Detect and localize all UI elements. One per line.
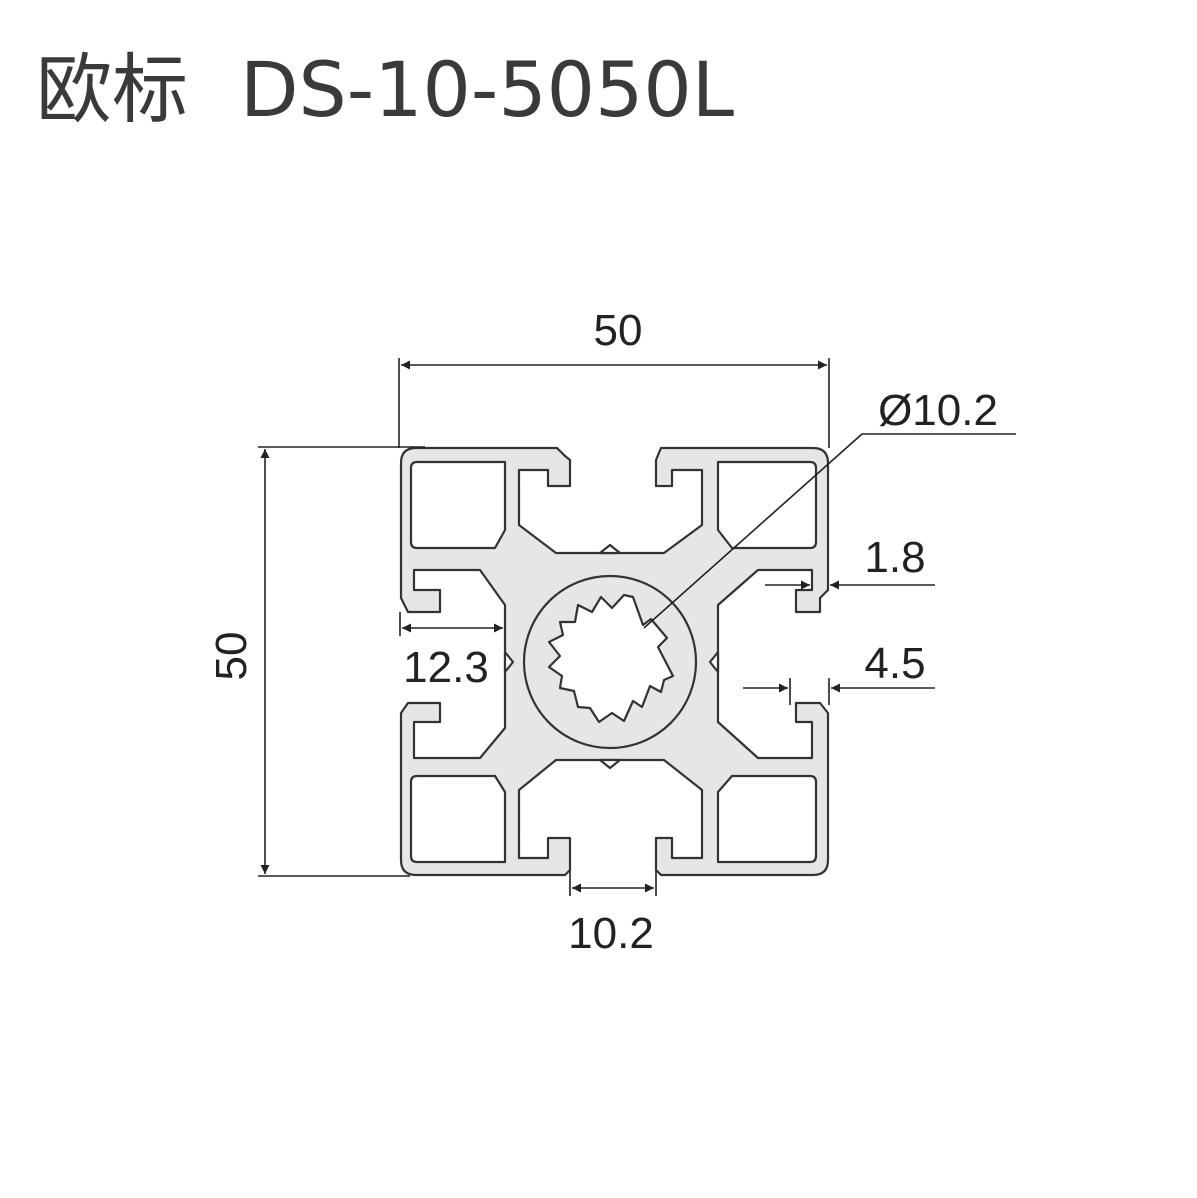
web-notch-right (708, 650, 720, 674)
wall-thickness-label: 1.8 (864, 533, 925, 582)
web-notch-top (598, 543, 622, 555)
slot-depth-label: 4.5 (864, 639, 925, 688)
dimension-lines (258, 358, 1016, 896)
web-notch-bottom (598, 758, 622, 770)
slot-offset-label: 12.3 (403, 643, 489, 692)
title-model: DS-10-5050L (240, 45, 735, 134)
slot-width-label: 10.2 (568, 909, 654, 958)
width-label: 50 (594, 306, 643, 355)
web-notch-left (503, 650, 515, 674)
bore-leader (643, 433, 863, 629)
cavity-top-left (409, 460, 507, 550)
cavity-bottom-left (409, 774, 507, 864)
cavity-bottom-right (716, 774, 818, 864)
bore-diameter-label: Ø10.2 (878, 386, 998, 435)
height-label: 50 (207, 632, 256, 681)
title-standard: 欧标 (36, 45, 188, 134)
page-title: 欧标 DS-10-5050L (36, 40, 734, 140)
cavity-top-right (716, 460, 818, 550)
center-bore (547, 593, 675, 724)
